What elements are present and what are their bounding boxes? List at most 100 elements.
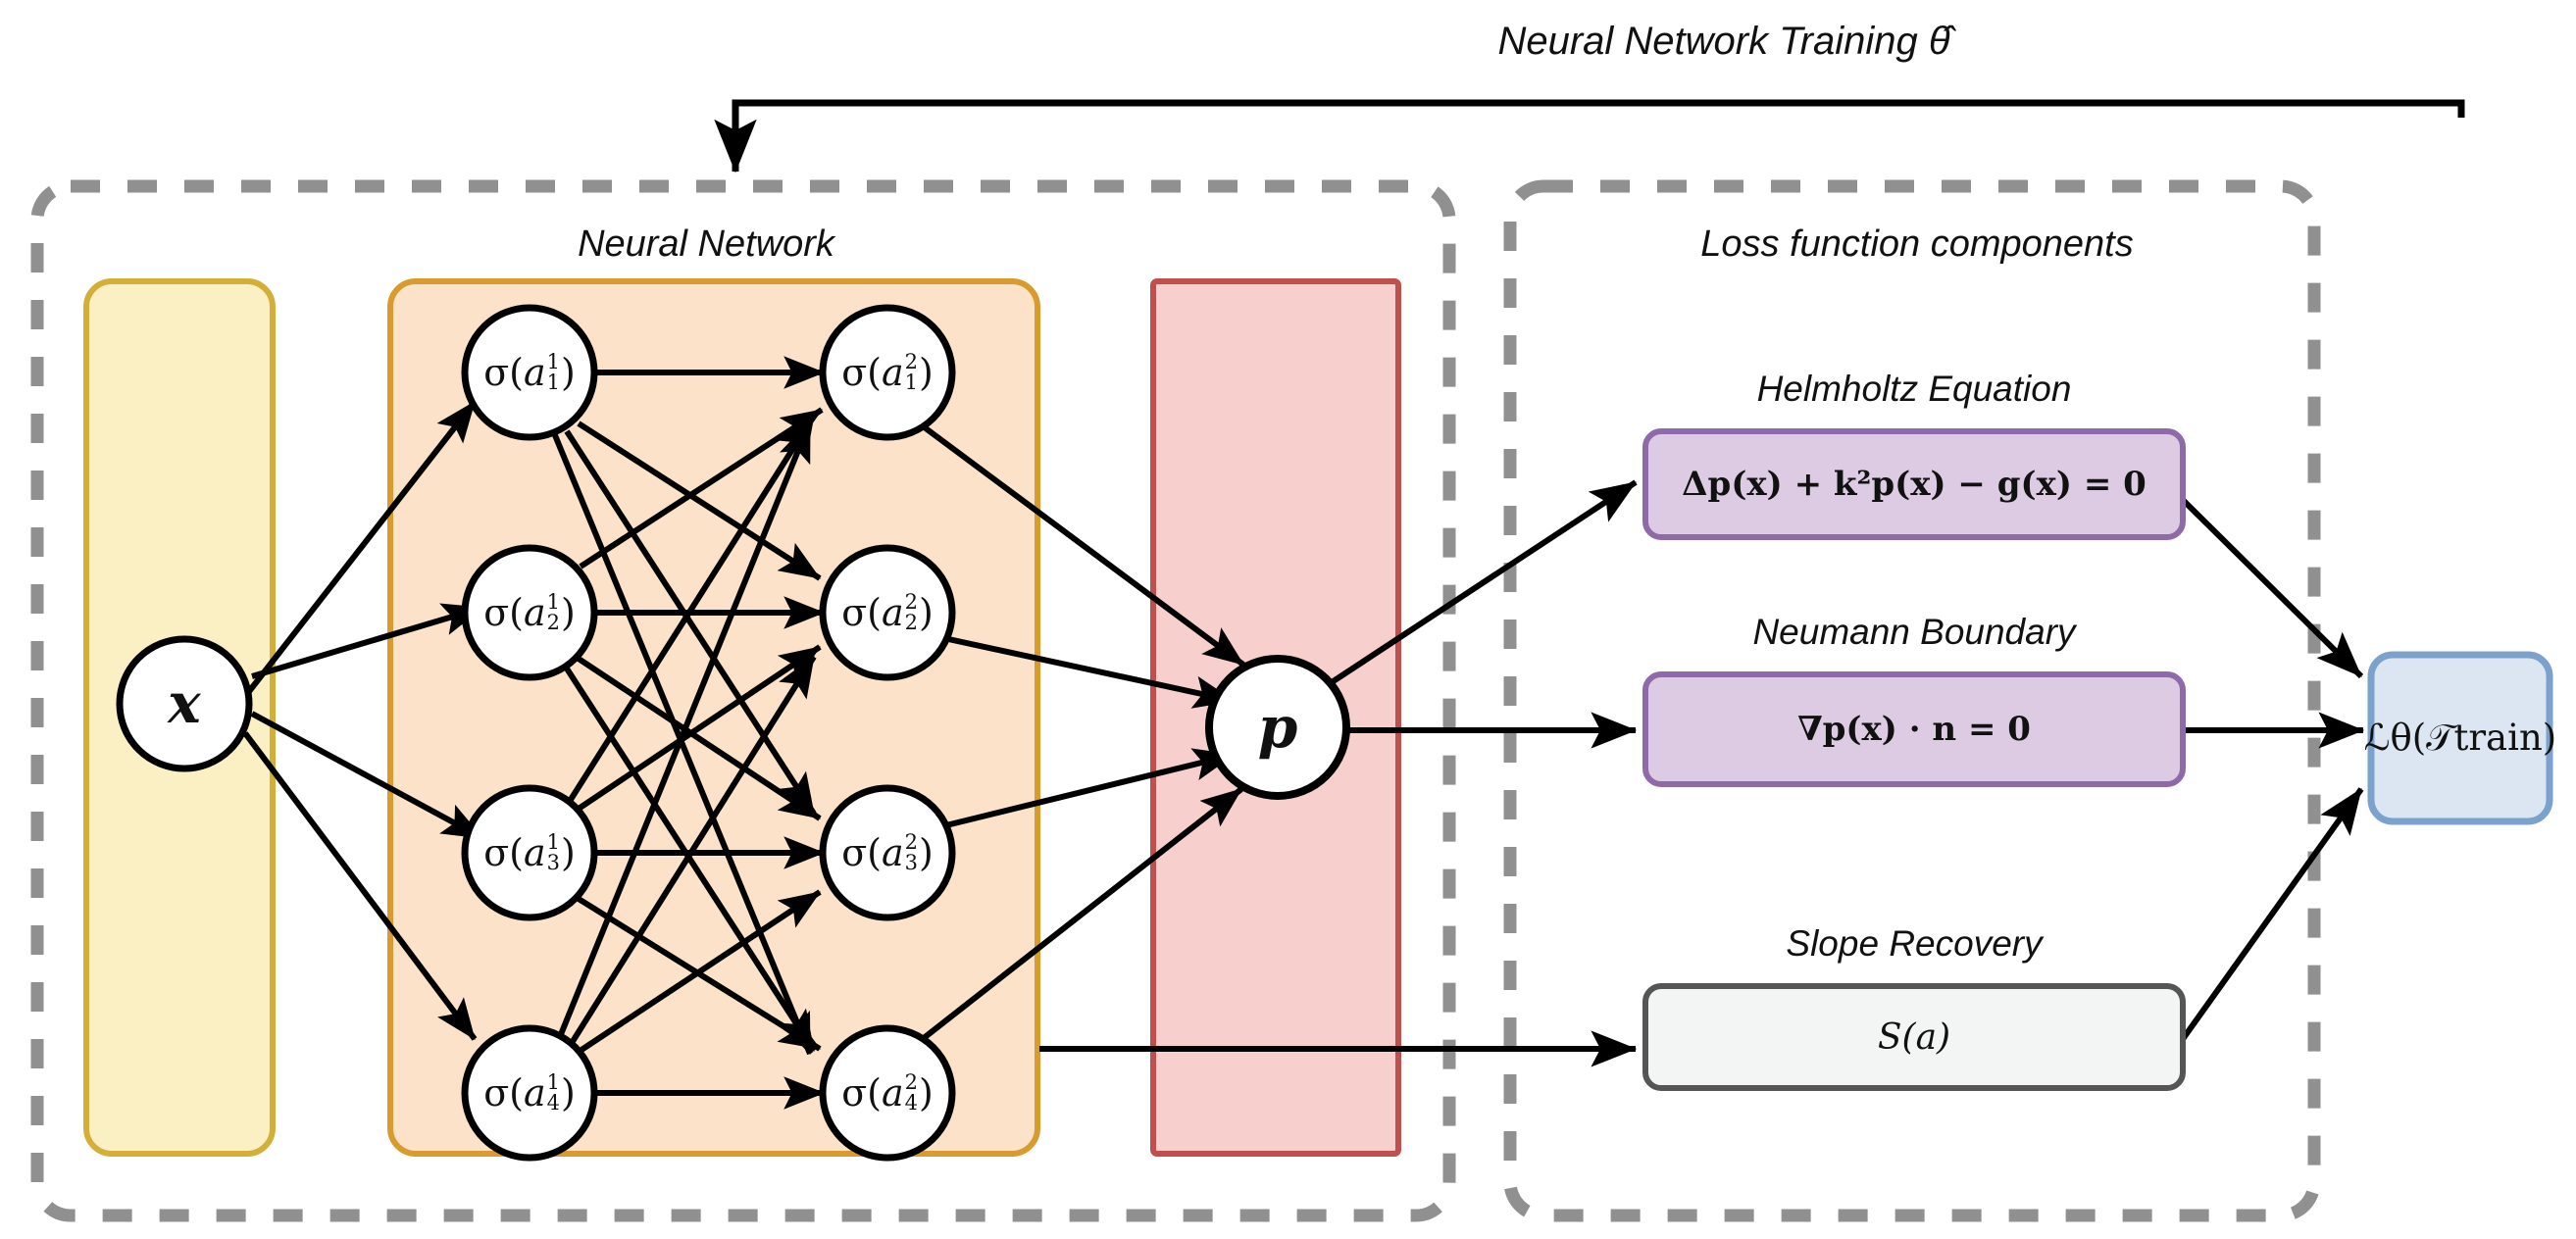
output-node-text: p bbox=[1257, 694, 1298, 761]
edges-loss-terms-to-total bbox=[2180, 497, 2365, 1041]
neuron-superscript: 2 bbox=[904, 1069, 918, 1094]
neuron-paren-close: ) bbox=[918, 591, 934, 634]
neuron-sigma: σ( bbox=[483, 1071, 524, 1115]
neuron-superscript: 2 bbox=[904, 589, 918, 614]
training-feedback-arrow bbox=[714, 99, 2465, 173]
hidden1-node-3 bbox=[461, 784, 598, 921]
edges-hidden2-to-output bbox=[885, 397, 1245, 1069]
neuron-subscript: 2 bbox=[546, 611, 560, 634]
training-title-text: Neural Network Training θ̂ bbox=[1497, 20, 1950, 63]
neuron-paren-close: ) bbox=[918, 831, 934, 874]
hidden1-node-4 bbox=[461, 1024, 598, 1162]
neuron-subscript: 2 bbox=[904, 611, 918, 634]
neuron-paren-close: ) bbox=[560, 1071, 576, 1115]
neuron-subscript: 4 bbox=[904, 1091, 918, 1115]
loss-group-label-text: Loss function components bbox=[1700, 223, 2134, 265]
neuron-base: a bbox=[523, 831, 546, 874]
helmholtz-equation-text: Δp(x) + k²p(x) − g(x) = 0 bbox=[1682, 465, 2147, 504]
neuron-sigma: σ( bbox=[841, 1071, 882, 1115]
neuron-paren-close: ) bbox=[560, 591, 576, 634]
edges-hidden1-to-hidden2 bbox=[552, 356, 826, 1110]
loss-group-label: Loss function components bbox=[1530, 223, 2304, 266]
neuron-superscript: 1 bbox=[546, 1069, 560, 1094]
neumann-box bbox=[1642, 671, 2186, 787]
helmholtz-equation: Δp(x) + k²p(x) − g(x) = 0 bbox=[1645, 431, 2183, 537]
neuron-subscript: 3 bbox=[546, 851, 560, 874]
neuron-base: a bbox=[881, 591, 904, 634]
neuron-sigma: σ( bbox=[841, 831, 882, 874]
slope-recovery-equation: S(a) bbox=[1645, 986, 2183, 1088]
output-node-label: p bbox=[1229, 676, 1327, 778]
helmholtz-box bbox=[1642, 428, 2186, 540]
total-loss-box bbox=[2367, 651, 2553, 825]
output-node bbox=[1205, 655, 1350, 800]
hidden1-node-2 bbox=[461, 544, 598, 681]
edges-input-to-hidden1 bbox=[242, 400, 484, 1041]
neuron-sigma: σ( bbox=[483, 831, 524, 874]
slope-recovery-box bbox=[1642, 983, 2186, 1091]
slope-recovery-caption: Slope Recovery bbox=[1645, 923, 2183, 965]
neuron-paren-close: ) bbox=[560, 831, 576, 874]
neuron-base: a bbox=[523, 591, 546, 634]
hidden2-node-1 bbox=[819, 304, 956, 441]
neuron-superscript: 2 bbox=[904, 349, 918, 373]
slope-recovery-equation-text: S(a) bbox=[1877, 1016, 1951, 1058]
slope-recovery-caption-text: Slope Recovery bbox=[1786, 923, 2043, 964]
neuron-paren-close: ) bbox=[918, 1071, 934, 1115]
neuron-base: a bbox=[881, 831, 904, 874]
neural-network-group-box bbox=[30, 179, 1456, 1222]
training-title: Neural Network Training θ̂ bbox=[1371, 20, 2077, 64]
helmholtz-caption: Helmholtz Equation bbox=[1645, 369, 2183, 410]
edges-output-to-loss-terms bbox=[1324, 479, 1638, 749]
neural-network-group-label: Neural Network bbox=[422, 223, 990, 266]
neuron-sigma: σ( bbox=[841, 351, 882, 394]
neumann-equation-text: ∇p(x) · n = 0 bbox=[1797, 710, 2031, 749]
neuron-base: a bbox=[523, 1071, 546, 1115]
neuron-sigma: σ( bbox=[841, 591, 882, 634]
neuron-superscript: 2 bbox=[904, 829, 918, 854]
loss-components-group-box bbox=[1503, 179, 2321, 1222]
neuron-subscript: 1 bbox=[904, 371, 918, 394]
neuron-sigma: σ( bbox=[483, 351, 524, 394]
hidden2-node-2 bbox=[819, 544, 956, 681]
hidden2-node-4 bbox=[819, 1024, 956, 1162]
neuron-superscript: 1 bbox=[546, 829, 560, 854]
hidden1-node-1 bbox=[461, 304, 598, 441]
neumann-equation: ∇p(x) · n = 0 bbox=[1645, 674, 2183, 784]
hidden2-node-3 bbox=[819, 784, 956, 921]
neuron-subscript: 1 bbox=[546, 371, 560, 394]
neumann-caption-text: Neumann Boundary bbox=[1752, 612, 2076, 652]
nodes bbox=[116, 304, 1350, 1162]
neuron-base: a bbox=[523, 351, 546, 394]
neuron-superscript: 1 bbox=[546, 349, 560, 373]
neuron-base: a bbox=[881, 351, 904, 394]
neuron-superscript: 1 bbox=[546, 589, 560, 614]
neuron-base: a bbox=[881, 1071, 904, 1115]
neural-network-group-label-text: Neural Network bbox=[578, 223, 834, 265]
input-node bbox=[116, 635, 253, 772]
neuron-paren-close: ) bbox=[918, 351, 934, 394]
input-node-label: x bbox=[135, 655, 233, 753]
neuron-sigma: σ( bbox=[483, 591, 524, 634]
neumann-caption: Neumann Boundary bbox=[1645, 612, 2183, 653]
neuron-subscript: 3 bbox=[904, 851, 918, 874]
total-loss-text: ℒθ(𝒯train) bbox=[2363, 717, 2557, 759]
helmholtz-caption-text: Helmholtz Equation bbox=[1756, 369, 2072, 409]
